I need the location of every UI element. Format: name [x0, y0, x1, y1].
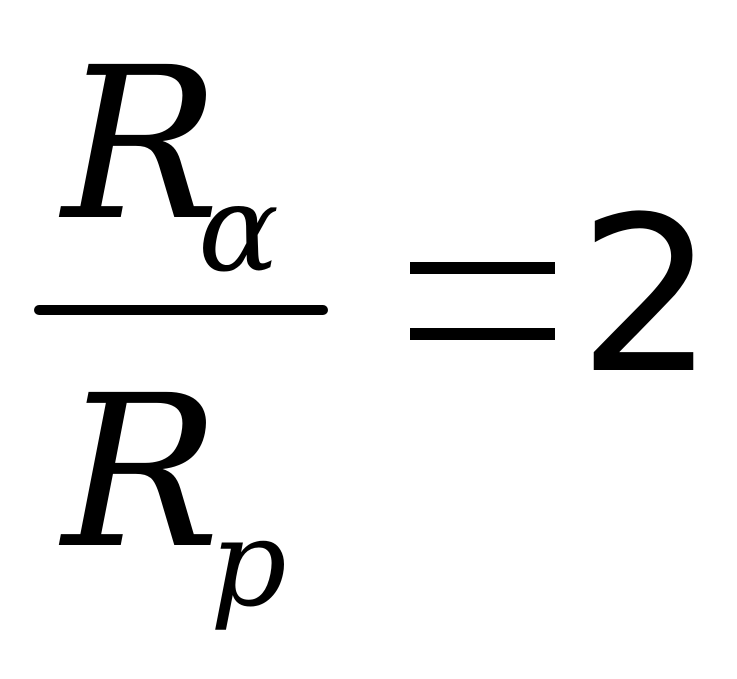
denominator-symbol: R: [62, 350, 221, 595]
equals-sign: [410, 262, 555, 340]
numerator-subscript: α: [198, 160, 280, 299]
equals-top-line: [410, 262, 555, 274]
denominator-subscript: p: [210, 495, 287, 634]
right-hand-side: 2: [578, 170, 715, 421]
equals-bottom-line: [410, 328, 555, 340]
fraction-bar: [34, 305, 328, 315]
numerator-symbol: R: [62, 22, 221, 267]
